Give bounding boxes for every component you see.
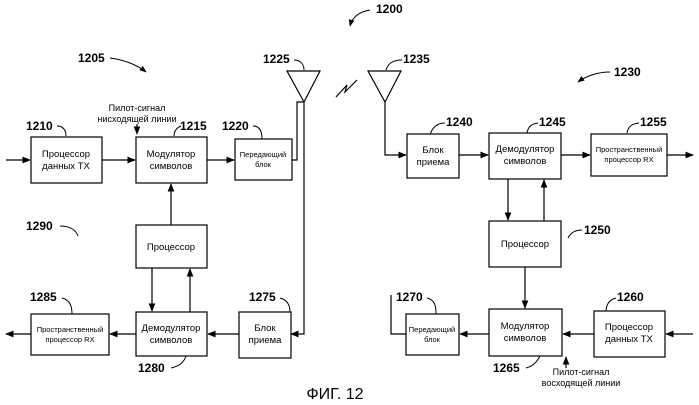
ref-1290: 1290 (26, 219, 53, 233)
antenna-1225 (287, 71, 320, 102)
leader-1230 (578, 72, 610, 82)
left-processor-label: Процессор (147, 242, 195, 253)
ref-1225: 1225 (263, 52, 290, 66)
ref-1200: 1200 (376, 2, 403, 16)
right-modulator-line2: символов (504, 333, 547, 344)
leader-1285 (62, 298, 72, 314)
left-symbol-demodulator (136, 312, 207, 356)
leader-1245 (527, 123, 538, 133)
figure-caption: ФИГ. 12 (306, 386, 363, 403)
ref-1215: 1215 (180, 119, 207, 133)
right-transmitter-line1: Передающий (409, 325, 455, 334)
left-rx-spatial-line2: процессор RX (45, 335, 94, 344)
leader-1280 (171, 356, 186, 368)
ref-1260: 1260 (617, 290, 644, 304)
ref-1265: 1265 (493, 361, 520, 375)
right-transmitter-line2: блок (424, 335, 441, 344)
right-pilot-line2: восходящей линии (542, 378, 621, 388)
ref-1230: 1230 (614, 65, 641, 79)
left-tx-data-processor (31, 137, 102, 183)
left-transmitter-line1: Передающий (240, 150, 286, 159)
right-processor-label: Процессор (501, 239, 549, 250)
ref-1280: 1280 (138, 361, 165, 375)
wireless-link-bolt (336, 80, 357, 97)
left-demodulator-line1: Демодулятор (142, 323, 201, 334)
left-tx-data-line1: Процессор (42, 149, 90, 160)
ref-1205: 1205 (78, 51, 105, 65)
ref-1245: 1245 (539, 115, 566, 129)
right-demodulator-line1: Демодулятор (496, 144, 555, 155)
ref-1270: 1270 (396, 290, 423, 304)
ref-1220: 1220 (222, 119, 249, 133)
leader-1270 (427, 298, 436, 314)
left-modulator-line2: символов (150, 161, 193, 172)
ref-1275: 1275 (249, 290, 276, 304)
right-receiver-line1: Блок (422, 145, 444, 156)
leader-1225 (294, 60, 304, 70)
leader-1205 (110, 58, 146, 72)
right-rx-spatial-line1: Пространственный (596, 145, 663, 154)
ref-1255: 1255 (640, 115, 667, 129)
left-receiver-line2: приема (249, 335, 283, 346)
right-modulator-line1: Модулятор (501, 321, 550, 332)
ref-1210: 1210 (26, 119, 53, 133)
ref-1250: 1250 (584, 223, 611, 237)
leader-1260 (606, 298, 616, 312)
leader-1220 (253, 126, 262, 139)
leader-1275 (280, 298, 290, 312)
wire-antenna-to-right-rx (385, 102, 406, 155)
leader-1290 (60, 226, 78, 236)
left-pilot-line2: нисходящей линии (98, 114, 177, 124)
leader-1240 (430, 123, 445, 135)
right-pilot-line1: Пилот-сигнал (553, 367, 610, 377)
left-transmitter-line2: блок (255, 160, 272, 169)
ref-1235: 1235 (403, 52, 430, 66)
left-rx-spatial-line1: Пространственный (37, 325, 104, 334)
right-receiver-line2: приема (417, 157, 451, 168)
right-demodulator-line2: символов (504, 156, 547, 167)
wire-tx-to-antenna (292, 102, 304, 160)
leader-1255 (627, 123, 639, 133)
left-pilot-line1: Пилот-сигнал (109, 103, 166, 113)
left-modulator-line1: Модулятор (147, 149, 196, 160)
leader-1210 (57, 126, 66, 136)
leader-1235 (386, 60, 402, 70)
leader-1250 (568, 230, 582, 238)
ref-1240: 1240 (446, 115, 473, 129)
right-rx-spatial-line2: процессор RX (604, 155, 653, 164)
ref-1285: 1285 (30, 290, 57, 304)
right-tx-data-line1: Процессор (605, 322, 653, 333)
leader-1265 (526, 356, 540, 368)
right-receiver (407, 134, 459, 178)
right-tx-data-line2: данных TX (605, 334, 653, 345)
left-tx-data-line2: данных TX (42, 161, 90, 172)
antenna-1235 (368, 71, 401, 102)
left-symbol-modulator (136, 137, 207, 183)
left-receiver-line1: Блок (254, 323, 276, 334)
left-demodulator-line2: символов (150, 335, 193, 346)
leader-1200 (350, 10, 370, 26)
